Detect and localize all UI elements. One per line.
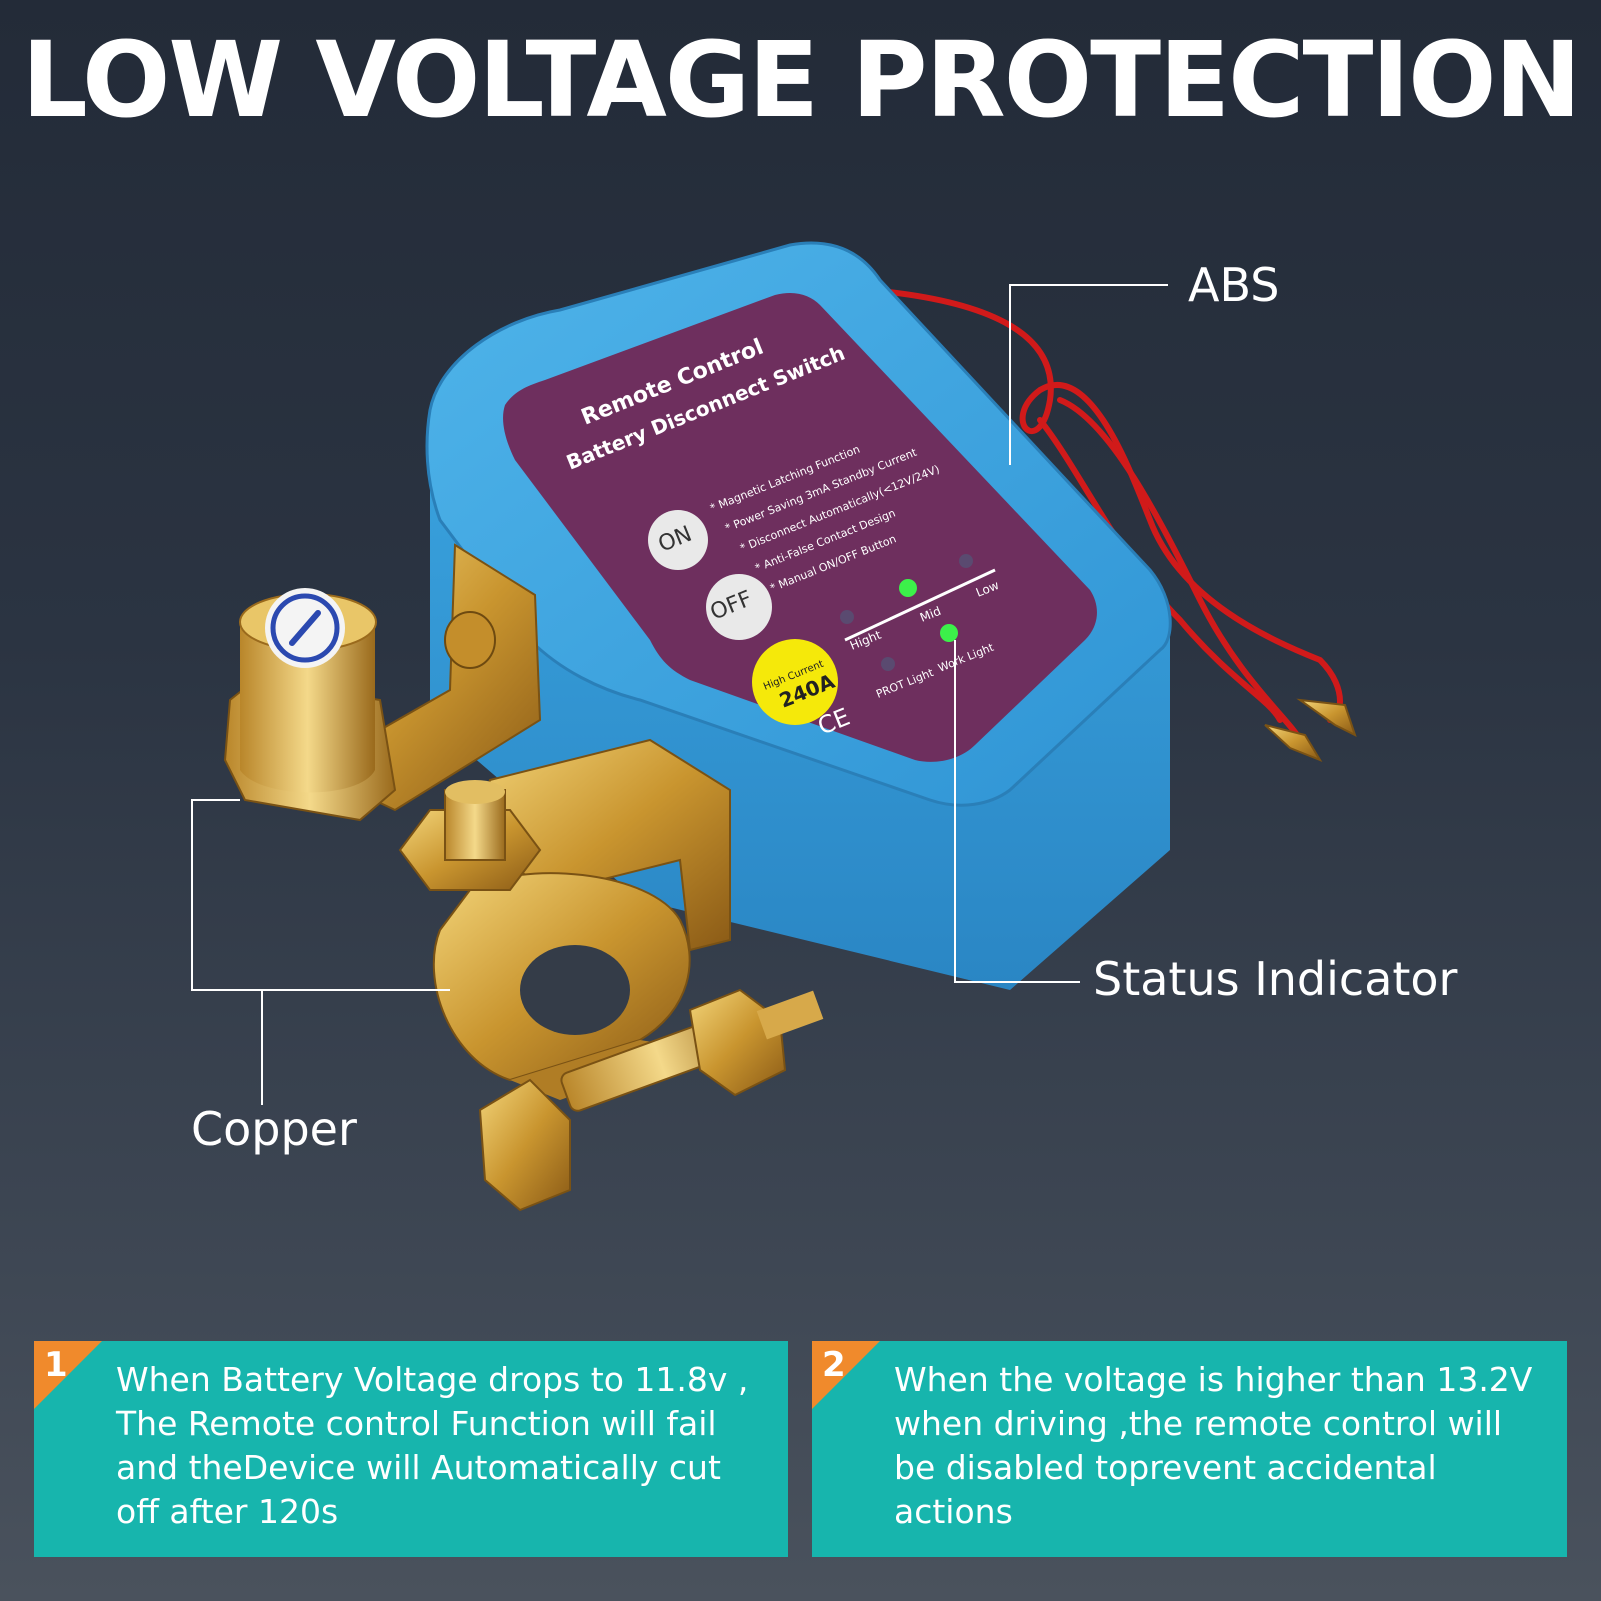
note-1-number-corner: 1 xyxy=(34,1341,102,1409)
abs-leader-line xyxy=(1009,284,1168,465)
led-prot xyxy=(881,657,895,671)
stud-bolt xyxy=(398,780,542,891)
wire-terminals xyxy=(1264,698,1357,763)
led-low xyxy=(959,554,973,568)
power-symbol-icon xyxy=(270,593,340,663)
note-1-text: When Battery Voltage drops to 11.8v , Th… xyxy=(116,1360,749,1531)
led-work xyxy=(940,624,958,642)
status-leader-line xyxy=(954,640,1080,983)
copper-leader-line xyxy=(191,799,450,991)
status-indicator-callout: Status Indicator xyxy=(1093,952,1458,1006)
red-wire xyxy=(867,287,1343,743)
battery-terminal-clamp xyxy=(432,872,824,1212)
brass-post xyxy=(223,588,397,822)
status-leds xyxy=(840,554,973,671)
note-2-number-corner: 2 xyxy=(812,1341,880,1409)
high-current-badge: High Current 240A xyxy=(752,639,838,725)
note-1-number: 1 xyxy=(44,1345,68,1385)
on-button[interactable]: ON xyxy=(648,510,708,570)
headline: LOW VOLTAGE PROTECTION xyxy=(21,19,1581,141)
abs-callout: ABS xyxy=(1188,258,1280,312)
led-mid xyxy=(899,579,917,597)
note-1: 1 When Battery Voltage drops to 11.8v , … xyxy=(34,1341,788,1557)
note-2: 2 When the voltage is higher than 13.2V … xyxy=(812,1341,1567,1557)
copper-callout: Copper xyxy=(191,1102,357,1156)
note-2-text: When the voltage is higher than 13.2V wh… xyxy=(894,1360,1533,1531)
note-2-number: 2 xyxy=(822,1345,846,1385)
leader-lines xyxy=(191,284,1168,1105)
led-high xyxy=(840,610,854,624)
off-button[interactable]: OFF xyxy=(706,574,772,640)
